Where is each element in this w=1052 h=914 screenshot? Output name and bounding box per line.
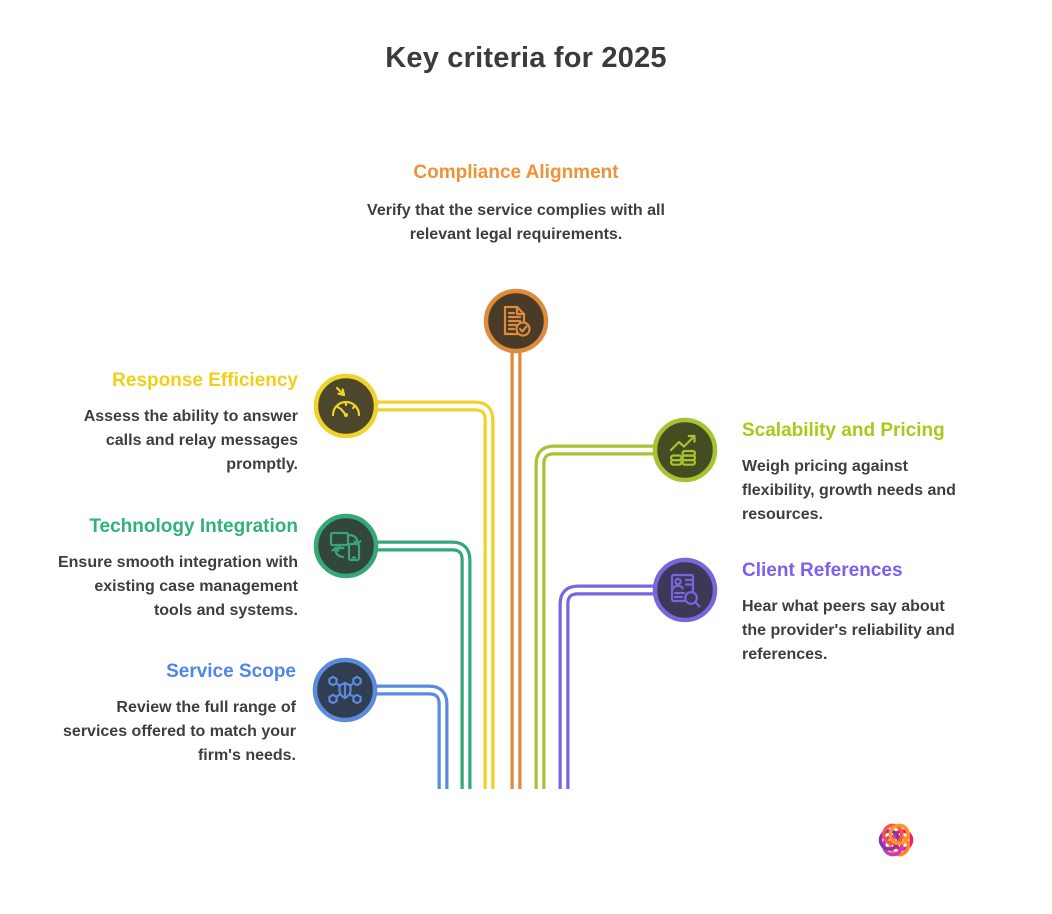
section-service: Service Scope Review the full range of s… — [53, 661, 296, 768]
branch-blue — [374, 684, 449, 789]
technology-body: Ensure smooth integration with existing … — [57, 553, 298, 619]
section-technology: Technology Integration Ensure smooth int… — [55, 516, 298, 623]
napkin-logo-icon — [869, 813, 923, 867]
response-body: Assess the ability to answer calls and r… — [83, 407, 298, 473]
branch-lime — [534, 444, 657, 789]
technology-heading: Technology Integration — [89, 516, 298, 537]
resume-search-icon — [670, 573, 701, 608]
compliance-heading: Compliance Alignment — [413, 162, 619, 183]
section-scalability: Scalability and Pricing Weigh pricing ag… — [742, 420, 960, 527]
device-sync-icon — [329, 531, 362, 562]
client-heading: Client References — [742, 560, 903, 581]
growth-coins-icon — [669, 434, 697, 466]
speedometer-icon — [331, 386, 361, 417]
network-shield-icon — [328, 675, 362, 705]
scalability-body: Weigh pricing against flexibility, growt… — [742, 457, 956, 523]
section-compliance: Compliance Alignment Verify that the ser… — [336, 162, 696, 247]
branch-purple — [558, 584, 657, 789]
scalability-heading: Scalability and Pricing — [742, 420, 945, 441]
branch-pipes-inner — [376, 350, 655, 792]
node-client — [652, 557, 718, 623]
branch-yellow — [375, 400, 495, 789]
document-check-icon — [503, 305, 531, 337]
service-heading: Service Scope — [166, 661, 296, 682]
service-body: Review the full range of services offere… — [63, 698, 296, 764]
response-heading: Response Efficiency — [112, 370, 298, 391]
branch-green — [375, 540, 472, 789]
page-title: Key criteria for 2025 — [385, 42, 667, 74]
section-client: Client References Hear what peers say ab… — [742, 560, 972, 667]
client-body: Hear what peers say about the provider's… — [742, 597, 955, 663]
section-response: Response Efficiency Assess the ability t… — [70, 370, 298, 477]
compliance-body: Verify that the service complies with al… — [367, 201, 665, 243]
